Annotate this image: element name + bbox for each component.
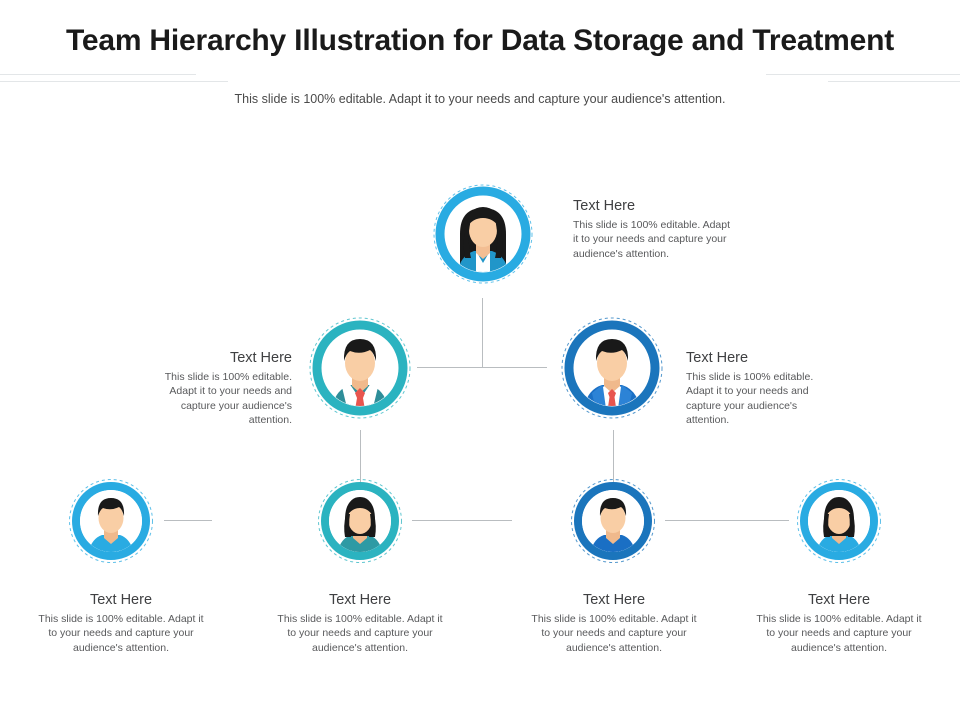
title-divider-left-upper	[0, 74, 196, 75]
org-label-body: This slide is 100% editable. Adapt it to…	[573, 218, 731, 260]
connector-level2-right-down	[613, 430, 614, 520]
connector-bottom-seg-3	[665, 520, 789, 521]
connector-bottom-seg-2	[412, 520, 512, 521]
male-staff-navy-avatar	[571, 479, 655, 563]
org-label-body: This slide is 100% editable. Adapt it to…	[277, 612, 443, 654]
org-label-body: This slide is 100% editable. Adapt it to…	[164, 370, 292, 427]
org-node-level3-two[interactable]	[317, 478, 403, 564]
org-label-level2-right: Text Here This slide is 100% editable. A…	[686, 350, 826, 428]
org-label-heading: Text Here	[229, 350, 292, 366]
org-node-level2-left[interactable]	[308, 316, 412, 420]
title-divider-left-lower	[0, 81, 228, 82]
org-label-heading: Text Here	[582, 592, 646, 608]
org-node-level3-one[interactable]	[68, 478, 154, 564]
title-divider-right-upper	[766, 74, 960, 75]
org-node-level2-right[interactable]	[560, 316, 664, 420]
title-divider-right-lower	[828, 81, 960, 82]
page-subtitle: This slide is 100% editable. Adapt it to…	[234, 92, 726, 106]
org-label-level1-ceo: Text Here This slide is 100% editable. A…	[573, 198, 733, 261]
org-label-level3-two: Text Here This slide is 100% editable. A…	[275, 592, 445, 655]
org-label-level3-three: Text Here This slide is 100% editable. A…	[529, 592, 699, 655]
female-staff-cyan-avatar	[797, 479, 881, 563]
org-label-heading: Text Here	[89, 592, 153, 608]
org-node-level3-four[interactable]	[796, 478, 882, 564]
connector-bottom-seg-1	[164, 520, 212, 521]
connector-level2-left-down	[360, 430, 361, 520]
connector-level1-to-crossbar	[482, 298, 483, 368]
org-label-body: This slide is 100% editable. Adapt it to…	[531, 612, 697, 654]
male-manager-teal-avatar	[309, 317, 411, 419]
connector-level2-crossbar	[417, 367, 547, 368]
org-label-level3-one: Text Here This slide is 100% editable. A…	[36, 592, 206, 655]
org-node-level1-ceo[interactable]	[433, 180, 533, 288]
org-label-level2-left: Text Here This slide is 100% editable. A…	[152, 350, 292, 428]
org-label-body: This slide is 100% editable. Adapt it to…	[686, 370, 814, 427]
female-executive-avatar	[433, 184, 533, 284]
org-node-level3-three[interactable]	[570, 478, 656, 564]
page-title: Team Hierarchy Illustration for Data Sto…	[65, 24, 895, 57]
org-label-level3-four: Text Here This slide is 100% editable. A…	[754, 592, 924, 655]
org-label-body: This slide is 100% editable. Adapt it to…	[756, 612, 922, 654]
male-staff-cyan-avatar	[69, 479, 153, 563]
org-label-heading: Text Here	[807, 592, 871, 608]
female-staff-teal-avatar	[318, 479, 402, 563]
org-label-heading: Text Here	[328, 592, 392, 608]
org-label-heading: Text Here	[573, 198, 636, 214]
male-manager-navy-avatar	[561, 317, 663, 419]
org-label-heading: Text Here	[686, 350, 749, 366]
org-label-body: This slide is 100% editable. Adapt it to…	[38, 612, 204, 654]
